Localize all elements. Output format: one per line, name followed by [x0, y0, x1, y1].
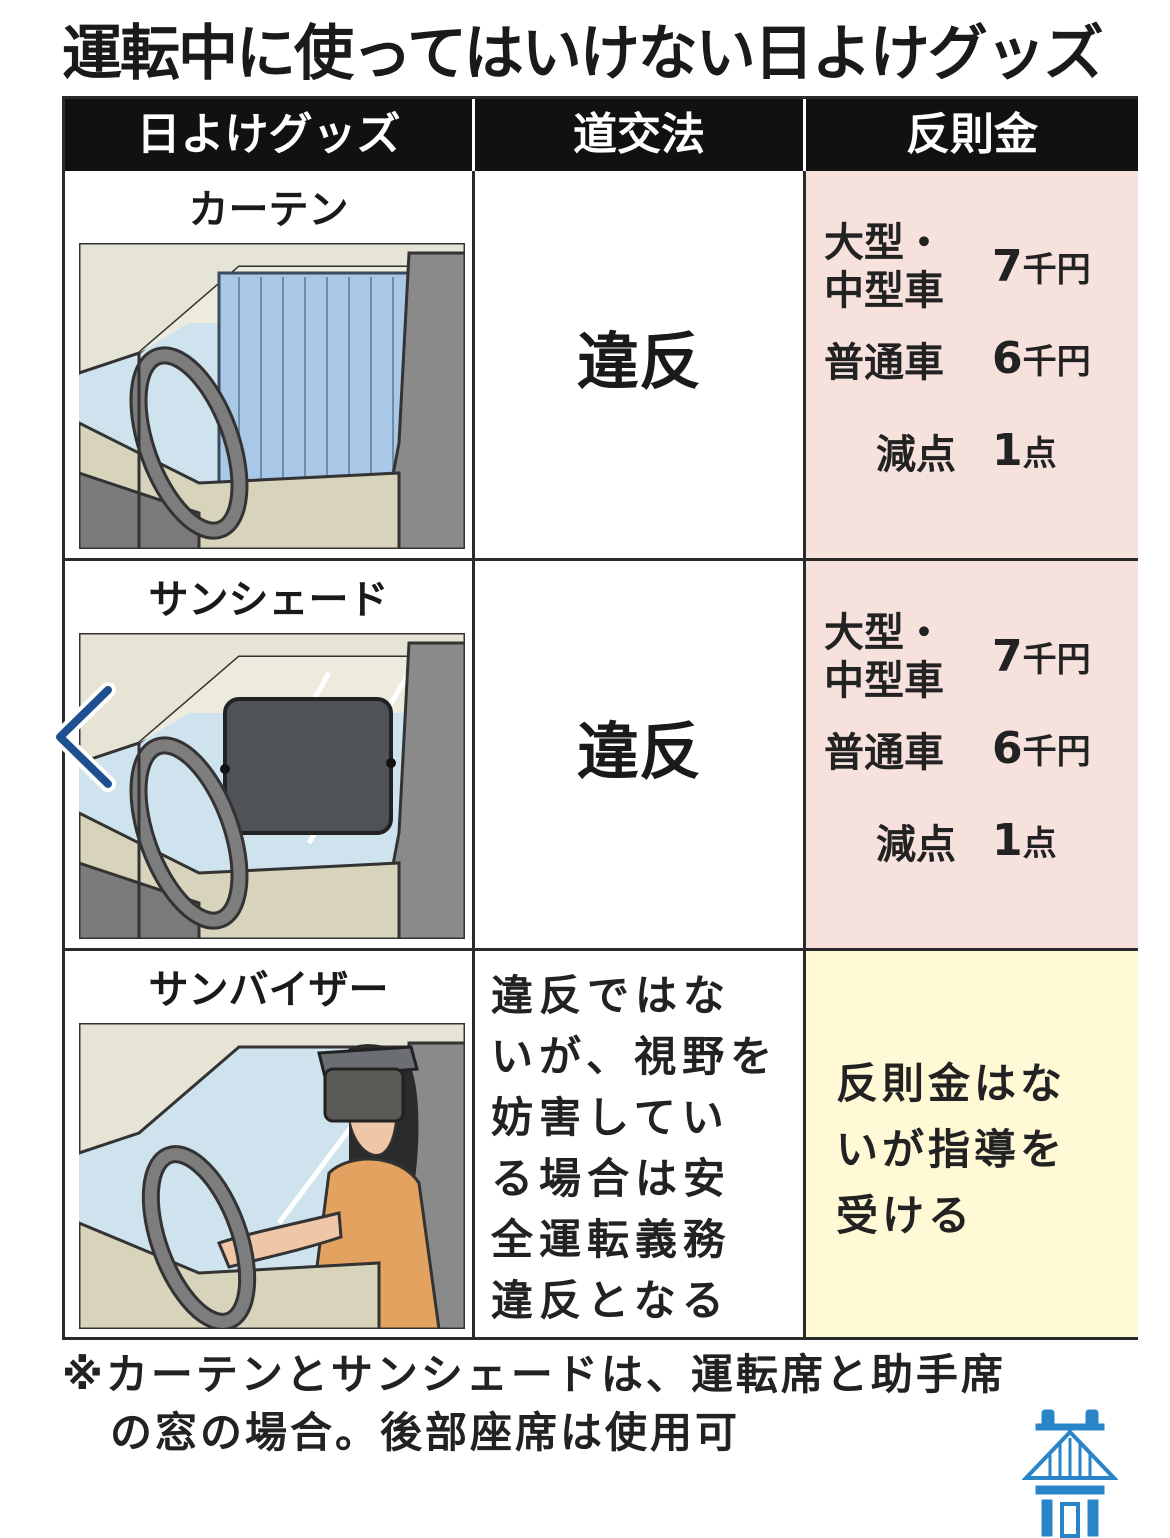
fine-normal-vehicle: 普通車 6千円: [824, 319, 1124, 423]
fine-label-line2: 中型車: [824, 658, 944, 704]
fine-block: 大型・中型車 7千円 普通車 6千円 減点 1点: [824, 219, 1124, 503]
item-name: サンバイザー: [148, 967, 389, 1013]
item-name: カーテン: [188, 187, 349, 233]
fine-normal-vehicle: 普通車 6千円: [824, 709, 1124, 813]
no-fine-line: 受ける: [836, 1191, 975, 1240]
no-fine-note: 反則金はな いが指導を 受ける: [836, 1051, 1126, 1249]
fine-large-vehicle: 大型・中型車 7千円: [824, 219, 1124, 319]
violation-text: 違反: [576, 715, 701, 788]
violation-text: 違反: [576, 325, 701, 398]
fine-amount: 6: [992, 723, 1023, 774]
law-note-line: いが、視野を: [491, 1032, 779, 1081]
row-visor-fine: 反則金はな いが指導を 受ける: [806, 951, 1138, 1337]
fine-amount: 1: [992, 425, 1023, 476]
law-note-line: 全運転義務: [491, 1215, 732, 1264]
no-fine-line: 反則金はな: [836, 1059, 1067, 1108]
item-name: サンシェード: [148, 577, 389, 623]
sun-visor-illustration: [79, 1023, 465, 1329]
sunshade-illustration: [79, 633, 465, 939]
fine-label-line2: 中型車: [824, 268, 944, 314]
row-sunshade-goods: サンシェード: [65, 561, 475, 951]
fine-points: 減点 1点: [824, 423, 1124, 503]
fine-unit: 点: [1022, 824, 1057, 864]
footnote-line1: ※カーテンとサンシェードは、運転席と助手席: [62, 1350, 1006, 1399]
row-curtain-fine: 大型・中型車 7千円 普通車 6千円 減点 1点: [806, 171, 1138, 561]
fine-label: 減点: [876, 822, 956, 868]
fine-label-line1: 大型・: [824, 610, 944, 656]
fine-label: 普通車: [824, 730, 944, 776]
header-traffic-law: 道交法: [475, 99, 806, 171]
fine-amount: 7: [992, 241, 1023, 292]
law-note-line: 違反ではな: [491, 971, 732, 1020]
fine-block: 大型・中型車 7千円 普通車 6千円 減点 1点: [824, 609, 1124, 893]
law-note-line: 違反となる: [491, 1276, 730, 1325]
fine-points: 減点 1点: [824, 813, 1124, 893]
footnote: ※カーテンとサンシェードは、運転席と助手席 の窓の場合。後部座席は使用可: [62, 1346, 1152, 1462]
fine-unit: 点: [1022, 434, 1057, 474]
row-visor-law: 違反ではな いが、視野を 妨害してい る場合は安 全運転義務 違反となる: [475, 951, 806, 1337]
law-note-line: る場合は安: [491, 1154, 732, 1203]
fine-label: 普通車: [824, 340, 944, 386]
curtain-illustration: [79, 243, 465, 549]
fine-label-line1: 大型・: [824, 220, 944, 266]
mascot-logo-icon: [1022, 1409, 1118, 1538]
fine-large-vehicle: 大型・中型車 7千円: [824, 609, 1124, 709]
fine-amount: 6: [992, 333, 1023, 384]
footnote-line2: の窓の場合。後部座席は使用可: [110, 1408, 741, 1457]
row-sunshade-fine: 大型・中型車 7千円 普通車 6千円 減点 1点: [806, 561, 1138, 951]
law-note-line: 妨害してい: [491, 1093, 730, 1142]
row-curtain-goods: カーテン: [65, 171, 475, 561]
back-arrow-icon[interactable]: [46, 682, 126, 792]
header-goods: 日よけグッズ: [65, 99, 475, 171]
sunshade-rules-table: 日よけグッズ 道交法 反則金 カーテン 違反: [62, 96, 1138, 1340]
row-sunshade-law: 違反: [475, 561, 806, 951]
header-fine: 反則金: [806, 99, 1138, 171]
fine-unit: 千円: [1022, 732, 1091, 772]
fine-unit: 千円: [1022, 342, 1091, 382]
page-title: 運転中に使ってはいけない日よけグッズ: [62, 19, 1104, 89]
row-curtain-law: 違反: [475, 171, 806, 561]
law-note: 違反ではな いが、視野を 妨害してい る場合は安 全運転義務 違反となる: [491, 965, 791, 1331]
no-fine-line: いが指導を: [836, 1125, 1067, 1174]
fine-amount: 1: [992, 815, 1023, 866]
fine-amount: 7: [992, 631, 1023, 682]
fine-unit: 千円: [1022, 640, 1091, 680]
row-visor-goods: サンバイザー: [65, 951, 475, 1337]
fine-label: 減点: [876, 432, 956, 478]
fine-unit: 千円: [1022, 250, 1091, 290]
